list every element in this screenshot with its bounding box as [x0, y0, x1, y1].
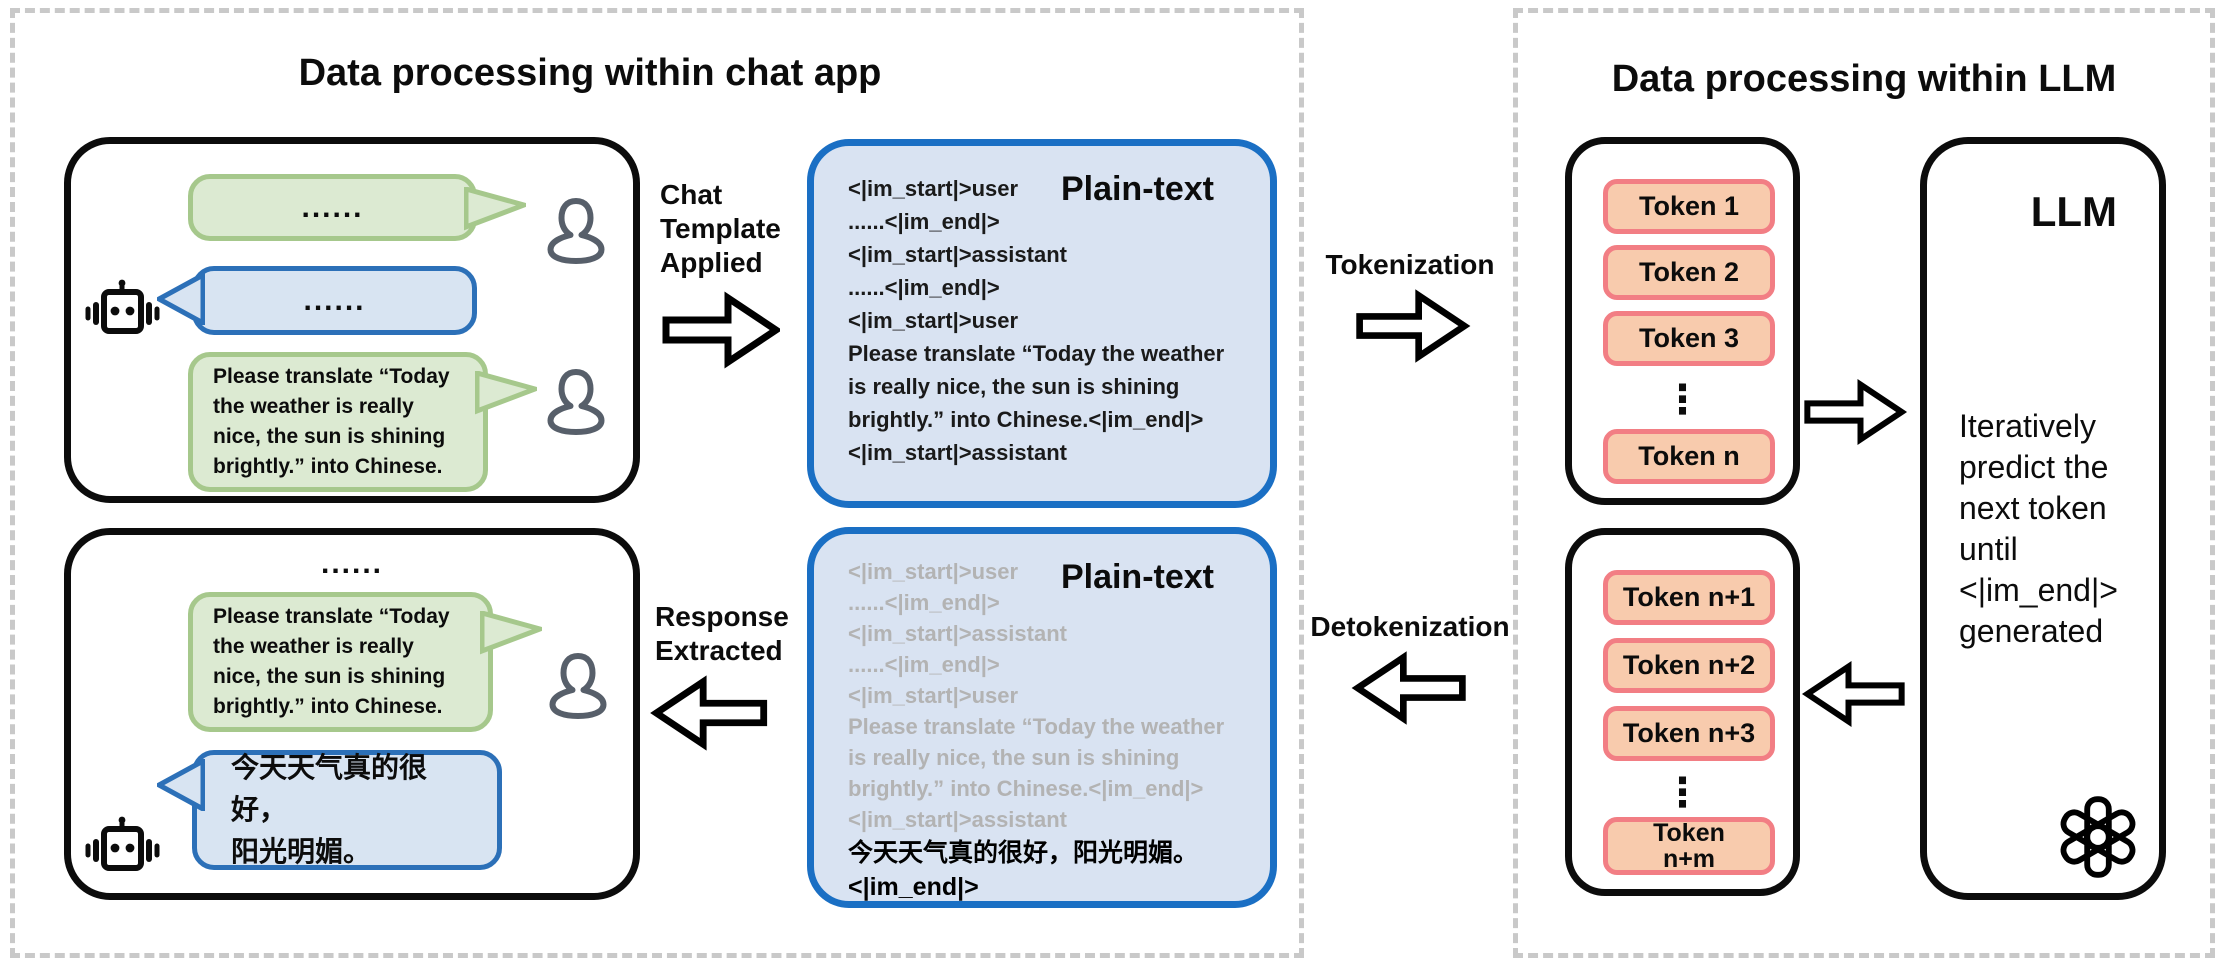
arrow-left-icon: [650, 672, 770, 754]
plain-text-heading: Plain-text: [1060, 170, 1214, 208]
bubble-tail-left: [157, 273, 205, 325]
bubble-tail-right: [464, 187, 526, 231]
token-pill: Token 1: [1603, 179, 1775, 234]
arrow-right-icon: [1797, 376, 1912, 448]
plain-text-heading: Plain-text: [1060, 558, 1214, 596]
assistant-message-bubble: ......: [157, 266, 477, 335]
user-request-bubble: Please translate “Today the weather is r…: [188, 592, 542, 732]
arrow-left-icon: [1797, 658, 1912, 730]
output-tokens-box: Token n+1 Token n+2 Token n+3 ⋮ Token n+…: [1565, 528, 1800, 896]
chat-window-before: ...... ...... Please translate “Today th…: [64, 137, 640, 503]
user-request-text: Please translate “Today the weather is r…: [213, 605, 450, 718]
input-tokens-box: Token 1 Token 2 Token 3 ⋮ Token n: [1565, 137, 1800, 505]
prompt-template-text: <|im_start|>user ......<|im_end|> <|im_s…: [848, 176, 1225, 465]
token-pill: Token n+m: [1603, 817, 1775, 875]
user-icon: [546, 197, 606, 265]
bubble-tail-right: [480, 611, 542, 655]
openai-logo-icon: [2053, 792, 2143, 882]
chat-template-label: Chat Template Applied: [660, 179, 781, 278]
user-icon: [548, 652, 608, 720]
assistant-reply-text: 今天天气真的很好， 阳光明媚。: [231, 752, 428, 867]
bubble-tail-right: [475, 371, 537, 415]
vertical-ellipsis-icon: ⋮: [1662, 377, 1703, 423]
assistant-message-text: ......: [303, 283, 366, 317]
token-pill: Token n+2: [1603, 638, 1775, 693]
token-pill: Token 2: [1603, 245, 1775, 300]
bubble-tail-left: [157, 759, 205, 811]
prompt-context-text: <|im_start|>user ......<|im_end|> <|im_s…: [848, 559, 1225, 832]
robot-icon: [84, 815, 160, 873]
user-message-bubble: ......: [188, 174, 526, 241]
chat-window-after: ...... Please translate “Today the weath…: [64, 528, 640, 900]
arrow-left-icon: [1350, 648, 1470, 728]
token-pill: Token 3: [1603, 311, 1775, 366]
plain-text-box-prompt: Plain-text <|im_start|>user ......<|im_e…: [807, 139, 1277, 508]
generated-response-text: 今天天气真的很好，阳光明媚。 <|im_end|>: [848, 839, 1199, 901]
vertical-ellipsis-icon: ⋮: [1662, 770, 1703, 816]
token-pill: Token n: [1603, 429, 1775, 484]
llm-panel-title: Data processing within LLM: [1611, 58, 2117, 100]
plain-text-box-response: Plain-text <|im_start|>user ......<|im_e…: [807, 527, 1277, 908]
user-request-bubble: Please translate “Today the weather is r…: [188, 352, 537, 492]
user-icon: [546, 368, 606, 436]
token-pill: Token n+1: [1603, 570, 1775, 625]
history-ellipsis-text: ......: [320, 547, 383, 580]
arrow-right-icon: [662, 288, 780, 372]
llm-box: LLM Iteratively predict the next token u…: [1920, 137, 2166, 900]
token-pill: Token n+3: [1603, 706, 1775, 761]
llm-behavior-text: Iteratively predict the next token until…: [1959, 408, 2118, 649]
response-extracted-label: Response Extracted: [655, 601, 789, 666]
llm-title: LLM: [2030, 188, 2117, 235]
user-message-text: ......: [301, 190, 364, 224]
user-request-text: Please translate “Today the weather is r…: [213, 365, 450, 478]
assistant-reply-bubble: 今天天气真的很好， 阳光明媚。: [157, 750, 502, 870]
panel-chat-app: [10, 8, 1304, 958]
robot-icon: [84, 278, 160, 336]
panel-llm: [1513, 8, 2215, 958]
arrow-right-icon: [1352, 286, 1472, 366]
detokenization-label: Detokenization: [1310, 611, 1510, 642]
chat-app-panel-title: Data processing within chat app: [298, 52, 882, 94]
tokenization-label: Tokenization: [1325, 249, 1495, 280]
